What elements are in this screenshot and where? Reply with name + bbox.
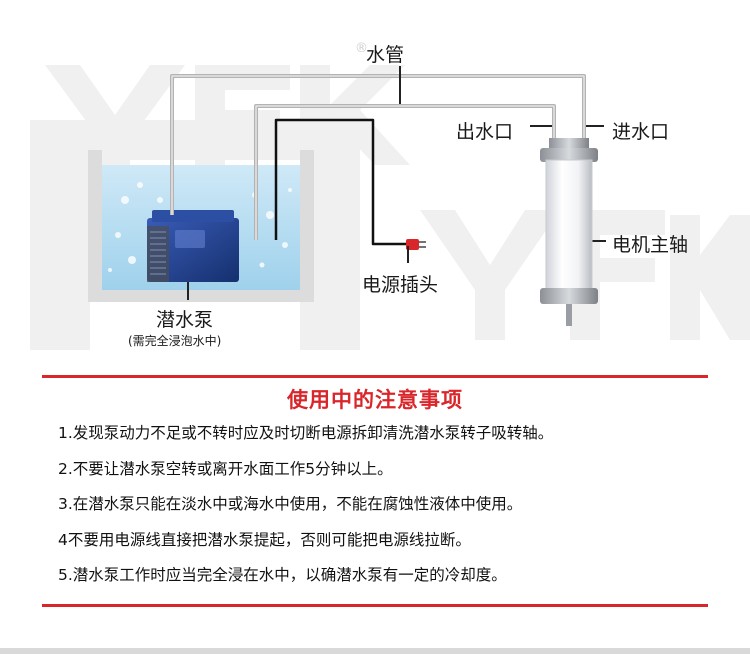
pipes — [170, 74, 586, 246]
precaution-item: 3.在潜水泵只能在淡水中或海水中使用，不能在腐蚀性液体中使用。 — [58, 495, 523, 513]
tank-left-wall — [88, 150, 102, 300]
precautions-list: 1.发现泵动力不足或不转时应及时切断电源拆卸清洗潜水泵转子吸转轴。 2.不要让潜… — [58, 424, 553, 602]
tank-right-wall — [300, 150, 314, 300]
registered-mark: ® — [355, 41, 368, 56]
motor-cylinder — [540, 138, 598, 326]
tank-bottom — [88, 290, 314, 302]
water-bubbles — [108, 182, 292, 272]
cooling-diagram: ® — [30, 41, 750, 350]
precaution-item: 4不要用电源线直接把潜水泵提起，否则可能把电源线拉断。 — [58, 530, 471, 549]
submersible-pump-label: 潜水泵 — [156, 309, 214, 331]
inlet-label: 进水口 — [612, 121, 670, 143]
precaution-item: 5.潜水泵工作时应当完全浸在水中，以确潜水泵有一定的冷却度。 — [58, 566, 507, 584]
diagram-graphic: ® — [30, 41, 750, 350]
precaution-item: 2.不要让潜水泵空转或离开水面工作5分钟以上。 — [58, 459, 393, 478]
motor-spindle-label: 电机主轴 — [612, 234, 689, 256]
top-divider — [42, 375, 708, 378]
precaution-item: 1.发现泵动力不足或不转时应及时切断电源拆卸清洗潜水泵转子吸转轴。 — [58, 424, 554, 442]
bottom-divider — [42, 604, 708, 607]
submersible-pump — [147, 210, 239, 282]
outlet-label: 出水口 — [456, 121, 514, 143]
power-plug-icon — [406, 239, 426, 250]
power-plug-label: 电源插头 — [362, 274, 439, 296]
footer-bar — [0, 648, 750, 654]
precautions-title: 使用中的注意事项 — [287, 388, 463, 412]
pump-note-label: (需完全浸泡水中) — [128, 334, 222, 348]
water-pipe-label: 水管 — [366, 44, 405, 66]
